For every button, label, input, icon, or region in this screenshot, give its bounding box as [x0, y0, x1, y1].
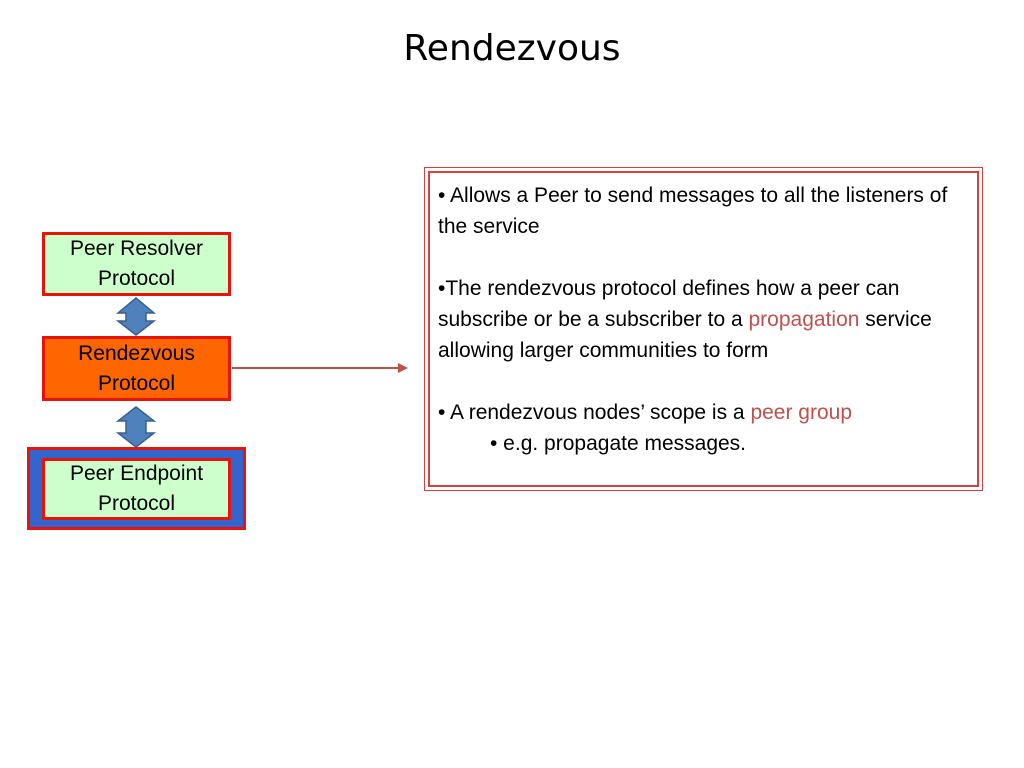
bullet-allows: • Allows a Peer to send messages to all … [438, 184, 948, 238]
rendezvous-protocol-box: Rendezvous Protocol [42, 336, 231, 401]
bullet-scope-text: • A rendezvous nodes’ scope is a [438, 401, 751, 424]
peer-endpoint-label-line2: Protocol [97, 492, 176, 515]
rendezvous-label-line2: Protocol [97, 371, 176, 395]
bullet-protocol-defines: •The rendezvous protocol defines how a p… [438, 273, 969, 366]
propagation-highlight: propagation [748, 308, 860, 331]
rendezvous-label-line1: Rendezvous [78, 341, 195, 365]
sub-bullet-example: • e.g. propagate messages. [490, 432, 747, 455]
peer-endpoint-protocol-box: Peer Endpoint Protocol [42, 458, 231, 520]
bullet-scope: • A rendezvous nodes’ scope is a peer gr… [438, 397, 969, 428]
info-panel-inner: • Allows a Peer to send messages to all … [428, 171, 979, 487]
bullet-protocol-text-start: •The rendezvous protocol defines how a p… [438, 277, 900, 331]
page-title: Rendezvous [403, 28, 621, 69]
peer-resolver-protocol-box: Peer Resolver Protocol [42, 232, 231, 296]
peer-endpoint-label-line1: Peer Endpoint [69, 462, 204, 485]
peer-resolver-label-line2: Protocol [97, 267, 176, 290]
info-panel: • Allows a Peer to send messages to all … [424, 167, 983, 491]
double-arrow-bottom [115, 406, 157, 448]
peer-resolver-label-line1: Peer Resolver [69, 237, 204, 260]
double-arrow-top [115, 297, 157, 336]
bullet-protocol-text-end: service allowing larger communities to f… [438, 308, 932, 362]
peer-group-highlight: peer group [750, 401, 853, 424]
pointer-arrow-head [398, 363, 408, 373]
